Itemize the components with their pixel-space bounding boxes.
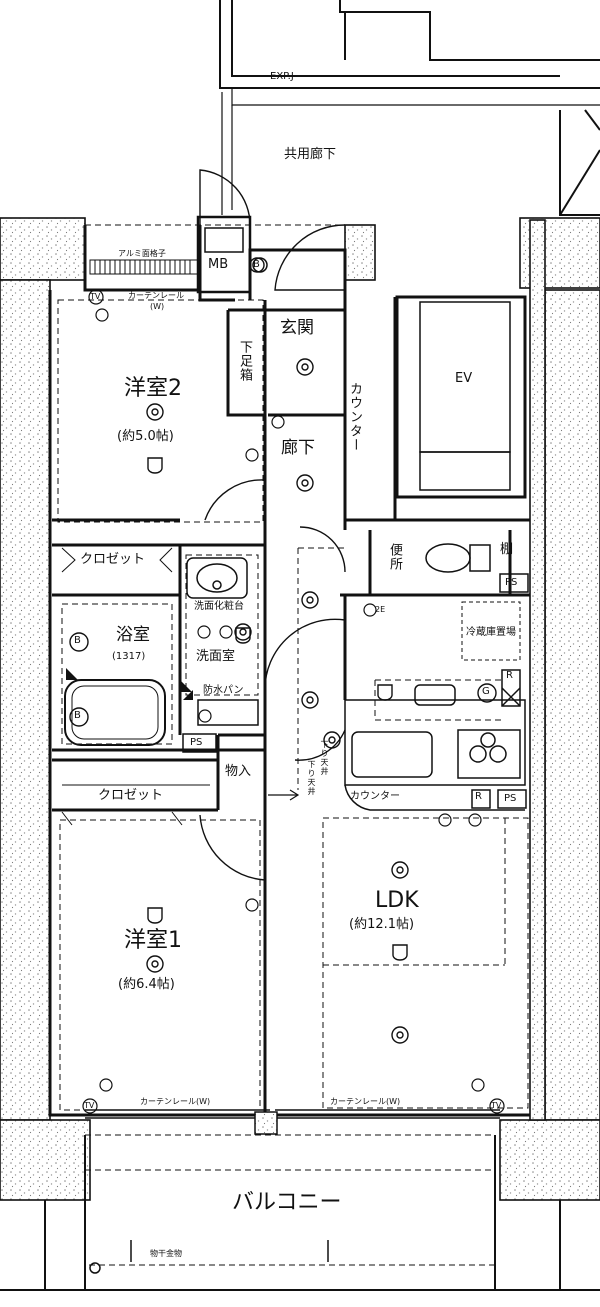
room1-size: (約6.4帖) bbox=[118, 977, 175, 992]
curtain-rail-room1: カーテンレール(W) bbox=[140, 1097, 211, 1106]
waterproof-pan-label: 防水パン bbox=[203, 685, 244, 696]
unit-walls bbox=[48, 225, 530, 1117]
exp-joint-lines bbox=[221, 88, 600, 215]
marker-circles bbox=[69, 257, 497, 727]
toilet-label: 便所 bbox=[387, 543, 402, 571]
meter-box bbox=[196, 215, 268, 294]
mark-r-kitchen: R bbox=[475, 791, 482, 802]
shoe-cabinet-label: 下足箱 bbox=[237, 340, 252, 382]
closet-upper-label: クロゼット bbox=[80, 552, 146, 567]
mark-b-mb: B bbox=[253, 259, 260, 270]
ev-label: EV bbox=[455, 371, 473, 386]
ldk-name: LDK bbox=[375, 888, 419, 913]
lowered-ceiling-1: 下り天井 bbox=[307, 760, 316, 796]
ceiling-zone-dashed-lines bbox=[57, 224, 529, 1266]
fridge-area-label: 冷蔵庫置場 bbox=[466, 627, 516, 638]
exp-joint-label: EXP.J bbox=[270, 71, 294, 82]
entrance-label: 玄関 bbox=[280, 318, 314, 338]
window-sashes bbox=[85, 1109, 500, 1135]
curtain-rail-top-note: (W) bbox=[150, 302, 165, 311]
ceiling-light-icon bbox=[146, 358, 409, 1044]
closet-lower-label: クロゼット bbox=[98, 788, 164, 803]
lowered-ceiling-arrows bbox=[268, 789, 300, 801]
curtain-rail-top-label: カーテンレール bbox=[128, 291, 184, 300]
room1-name: 洋室1 bbox=[124, 928, 182, 953]
hallway-label: 廊下 bbox=[281, 438, 315, 458]
curtain-rail-ldk: カーテンレール(W) bbox=[330, 1097, 401, 1106]
aluminum-grille-label: アルミ面格子 bbox=[118, 249, 166, 258]
room2-name: 洋室2 bbox=[124, 376, 182, 401]
bath-door-triangles bbox=[66, 668, 193, 700]
ldk-size: (約12.1帖) bbox=[349, 917, 415, 932]
mark-b-bath-lower: B bbox=[74, 710, 81, 721]
storage-label: 物入 bbox=[225, 764, 252, 779]
tv-mark-ldk: TV bbox=[491, 1101, 502, 1110]
closet-door-lines bbox=[61, 547, 210, 826]
laundry-rods bbox=[89, 1240, 329, 1274]
lowered-ceiling-2: 下り天井 bbox=[320, 740, 329, 776]
tv-mark-room1: TV bbox=[84, 1101, 95, 1110]
shelf-label: 棚 bbox=[500, 542, 514, 557]
mb-label: MB bbox=[208, 257, 229, 272]
room2-size: (約5.0帖) bbox=[117, 429, 174, 444]
balcony-label: バルコニー bbox=[232, 1190, 342, 1215]
wall-switch-icon bbox=[95, 308, 485, 1092]
toilet-fixture bbox=[425, 543, 491, 573]
ps-kitchen-label: PS bbox=[504, 793, 517, 804]
laundry-hardware-label: 物干金物 bbox=[150, 1249, 182, 1258]
ps-bath-label: PS bbox=[190, 737, 203, 748]
structural-walls bbox=[0, 217, 600, 1201]
ps-toilet-label: PS bbox=[505, 577, 518, 588]
balcony-outline bbox=[0, 1135, 600, 1291]
kitchen-counter bbox=[344, 684, 526, 811]
counter-vertical-label: カウンター bbox=[347, 382, 362, 452]
basin-label: 洗面化粧台 bbox=[194, 601, 244, 612]
mark-b-bath-upper: B bbox=[74, 635, 81, 646]
washroom-label: 洗面室 bbox=[196, 649, 236, 664]
counter-kitchen-label: カウンター bbox=[350, 791, 400, 802]
upper-building-outline bbox=[219, 0, 600, 216]
door-swings bbox=[199, 169, 346, 881]
tv-jack-icon bbox=[82, 289, 505, 1114]
r-boxes bbox=[471, 669, 521, 809]
aluminum-grille bbox=[89, 259, 199, 275]
bath-size: (1317) bbox=[112, 651, 146, 662]
common-corridor-label: 共用廊下 bbox=[284, 147, 337, 162]
ps-boxes bbox=[182, 573, 529, 809]
bathroom-label: 浴室 bbox=[116, 625, 150, 645]
mark-r-fridge: R bbox=[506, 670, 513, 681]
outlet-2e-label: 2E bbox=[375, 605, 386, 614]
tv-mark-room2: TV bbox=[90, 292, 101, 301]
elevator-shaft bbox=[395, 295, 527, 499]
outlet-icon bbox=[147, 457, 408, 961]
fridge-space bbox=[461, 601, 521, 661]
wash-basin bbox=[186, 557, 259, 726]
mark-g: G bbox=[482, 686, 490, 697]
